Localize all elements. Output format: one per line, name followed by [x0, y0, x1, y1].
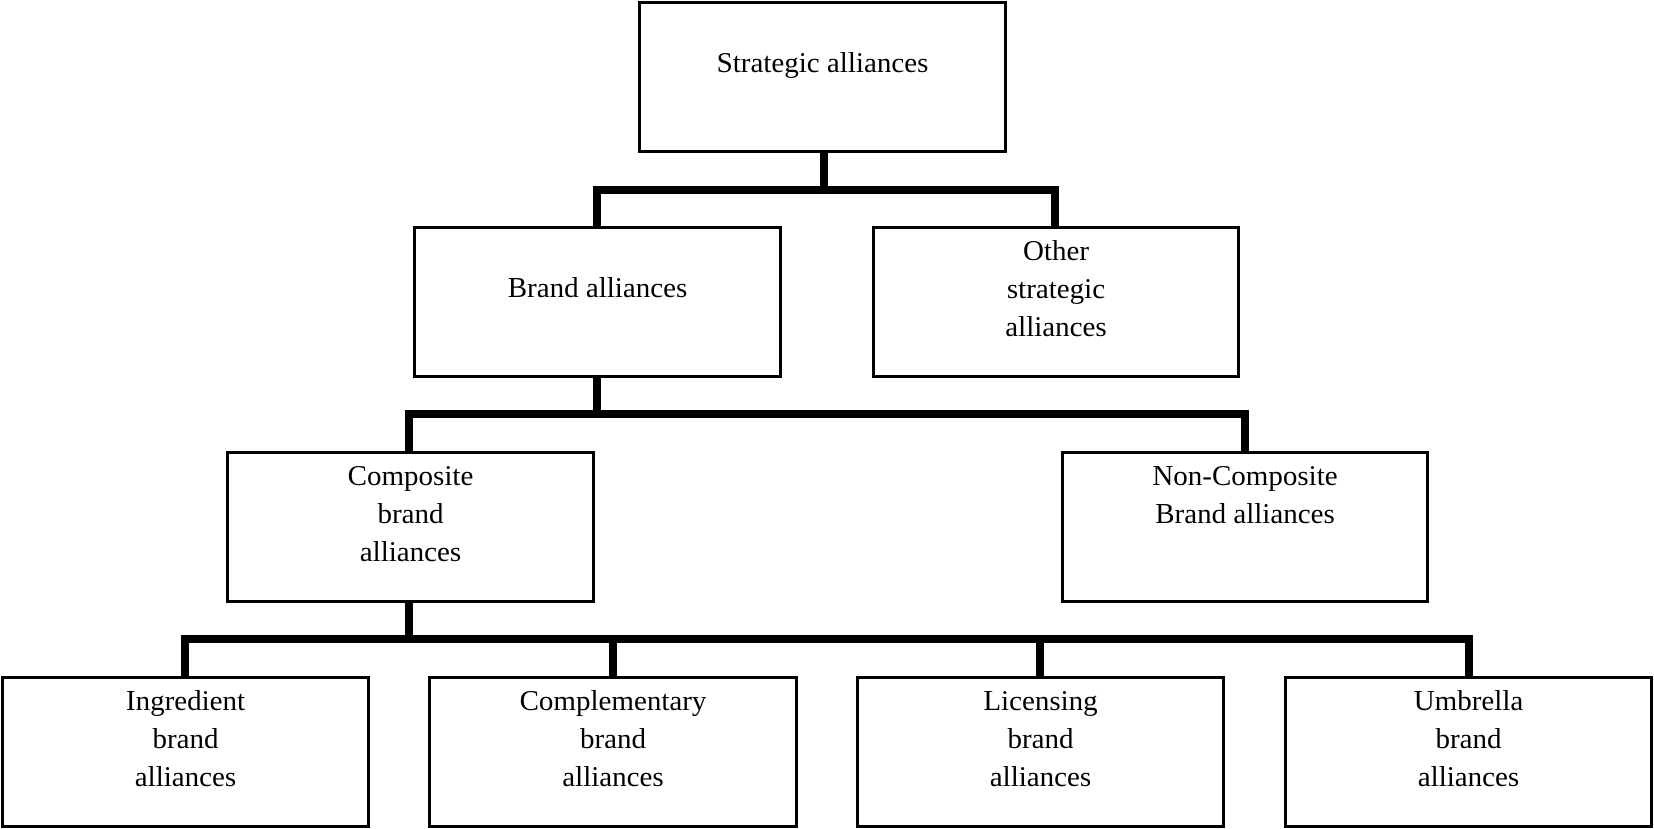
node-other-strategic-alliances: Other strategic alliances: [872, 226, 1240, 378]
node-label: Complementary brand alliances: [519, 685, 707, 793]
node-licensing-brand-alliances: Licensing brand alliances: [856, 676, 1225, 828]
node-brand-alliances: Brand alliances: [413, 226, 782, 378]
node-umbrella-brand-alliances: Umbrella brand alliances: [1284, 676, 1653, 828]
node-label: Composite brand alliances: [347, 460, 474, 568]
node-label: Umbrella brand alliances: [1413, 685, 1524, 793]
connector-noncomposite-drop: [1241, 410, 1249, 453]
connector-composite-drop: [405, 410, 413, 453]
node-label: Non-Composite Brand alliances: [1152, 460, 1338, 530]
node-complementary-brand-alliances: Complementary brand alliances: [428, 676, 798, 828]
connector-root-stem: [820, 150, 828, 194]
node-composite-brand-alliances: Composite brand alliances: [226, 451, 595, 603]
connector-complementary-drop: [609, 635, 617, 678]
node-label: Other strategic alliances: [1005, 235, 1107, 343]
connector-licensing-drop: [1036, 635, 1044, 678]
node-non-composite-brand-alliances: Non-Composite Brand alliances: [1061, 451, 1429, 603]
node-label: Brand alliances: [507, 272, 688, 304]
connector-level2-bar: [593, 186, 1059, 194]
node-label: Licensing brand alliances: [983, 685, 1098, 793]
node-strategic-alliances: Strategic alliances: [638, 1, 1007, 153]
connector-other-drop: [1051, 186, 1059, 228]
connector-level3-bar: [405, 410, 1249, 418]
node-ingredient-brand-alliances: Ingredient brand alliances: [1, 676, 370, 828]
node-label: Ingredient brand alliances: [125, 685, 246, 793]
connector-umbrella-drop: [1465, 635, 1473, 678]
connector-brand-stem: [593, 376, 601, 418]
connector-level4-bar: [181, 635, 1473, 643]
node-label: Strategic alliances: [716, 47, 929, 79]
connector-brand-drop: [593, 186, 601, 228]
connector-ingredient-drop: [181, 635, 189, 678]
connector-composite-stem: [405, 601, 413, 643]
